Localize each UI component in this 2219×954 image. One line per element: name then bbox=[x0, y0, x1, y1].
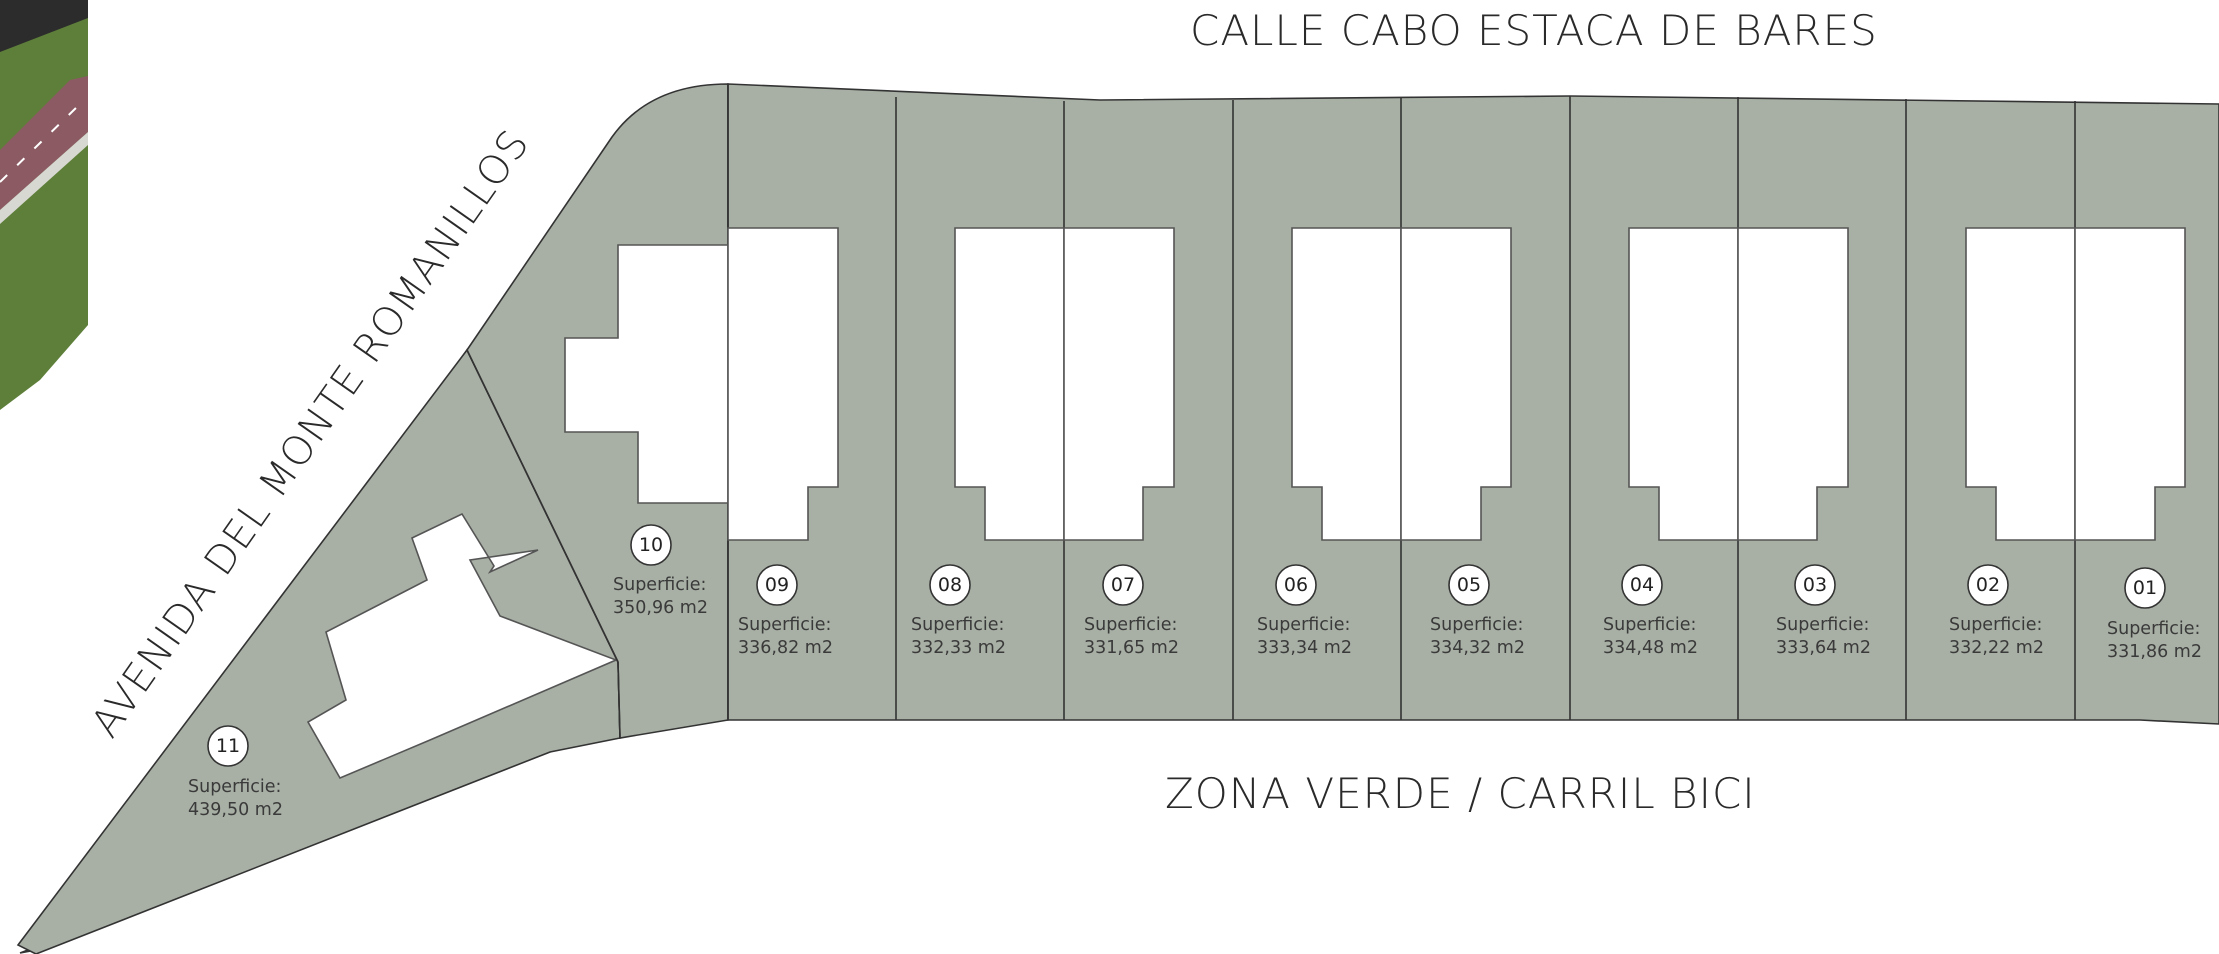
surface-area: 350,96 m2 bbox=[613, 598, 708, 618]
lot-number-badge bbox=[2124, 567, 2166, 609]
lot-number-badge bbox=[1794, 564, 1836, 606]
lot-number: 08 bbox=[938, 574, 962, 596]
lot-number: 11 bbox=[216, 735, 240, 757]
surface-area: 333,34 m2 bbox=[1257, 638, 1352, 658]
surface-label: Superficie: bbox=[1949, 615, 2042, 635]
lot-number-badge bbox=[630, 524, 672, 566]
lot-number: 01 bbox=[2133, 577, 2157, 599]
bike-lane-marking bbox=[0, 105, 79, 183]
surface-label: Superficie: bbox=[1084, 615, 1177, 635]
lot-number-badge bbox=[929, 564, 971, 606]
lot-09-house bbox=[727, 227, 839, 541]
bike-lane bbox=[0, 76, 88, 210]
street-name-south: ZONA VERDE / CARRIL BICI bbox=[1165, 769, 1756, 818]
surface-label: Superficie: bbox=[613, 575, 706, 595]
lot-number: 10 bbox=[639, 534, 663, 556]
surface-area: 332,22 m2 bbox=[1949, 638, 2044, 658]
houses bbox=[564, 227, 2186, 541]
surface-label: Superficie: bbox=[2107, 619, 2200, 639]
lot-07-house bbox=[1063, 227, 1175, 541]
surface-area: 334,32 m2 bbox=[1430, 638, 1525, 658]
lot-number-badge bbox=[756, 564, 798, 606]
divider-11-10 bbox=[466, 349, 619, 663]
fence bbox=[0, 0, 88, 52]
aerial-photo bbox=[0, 0, 88, 410]
surface-area: 439,50 m2 bbox=[188, 800, 283, 820]
surface-area: 334,48 m2 bbox=[1603, 638, 1698, 658]
lot-number-badge bbox=[1967, 564, 2009, 606]
surface-label: Superficie: bbox=[1776, 615, 1869, 635]
surface-area: 332,33 m2 bbox=[911, 638, 1006, 658]
lot-number-badge bbox=[1275, 564, 1317, 606]
lot-11-house bbox=[306, 512, 619, 780]
lot-11 bbox=[16, 348, 621, 954]
lot-number: 05 bbox=[1457, 574, 1481, 596]
divider-11-10-lower bbox=[617, 661, 621, 739]
surface-label: Superficie: bbox=[1603, 615, 1696, 635]
lot-number-badge bbox=[207, 725, 249, 767]
surface-area: 333,64 m2 bbox=[1776, 638, 1871, 658]
lot-number: 06 bbox=[1284, 574, 1308, 596]
lot-number: 03 bbox=[1803, 574, 1827, 596]
lot-01-house bbox=[2074, 227, 2186, 541]
lot-number: 07 bbox=[1111, 574, 1135, 596]
surface-area: 331,65 m2 bbox=[1084, 638, 1179, 658]
surface-area: 331,86 m2 bbox=[2107, 642, 2202, 662]
surface-label: Superficie: bbox=[738, 615, 831, 635]
lot-number: 04 bbox=[1630, 574, 1654, 596]
lot-number: 02 bbox=[1976, 574, 2000, 596]
sidewalk bbox=[0, 132, 88, 224]
surface-area: 336,82 m2 bbox=[738, 638, 833, 658]
surface-label: Superficie: bbox=[1430, 615, 1523, 635]
street-name-north: CALLE CABO ESTACA DE BARES bbox=[1190, 6, 1878, 55]
lot-number-badge bbox=[1448, 564, 1490, 606]
surface-label: Superficie: bbox=[188, 777, 281, 797]
lot-number: 09 bbox=[765, 574, 789, 596]
lot-05-house bbox=[1400, 227, 1512, 541]
lot-03-house bbox=[1737, 227, 1849, 541]
lot-number-badge bbox=[1621, 564, 1663, 606]
lot-number-badge bbox=[1102, 564, 1144, 606]
surface-label: Superficie: bbox=[1257, 615, 1350, 635]
surface-label: Superficie: bbox=[911, 615, 1004, 635]
